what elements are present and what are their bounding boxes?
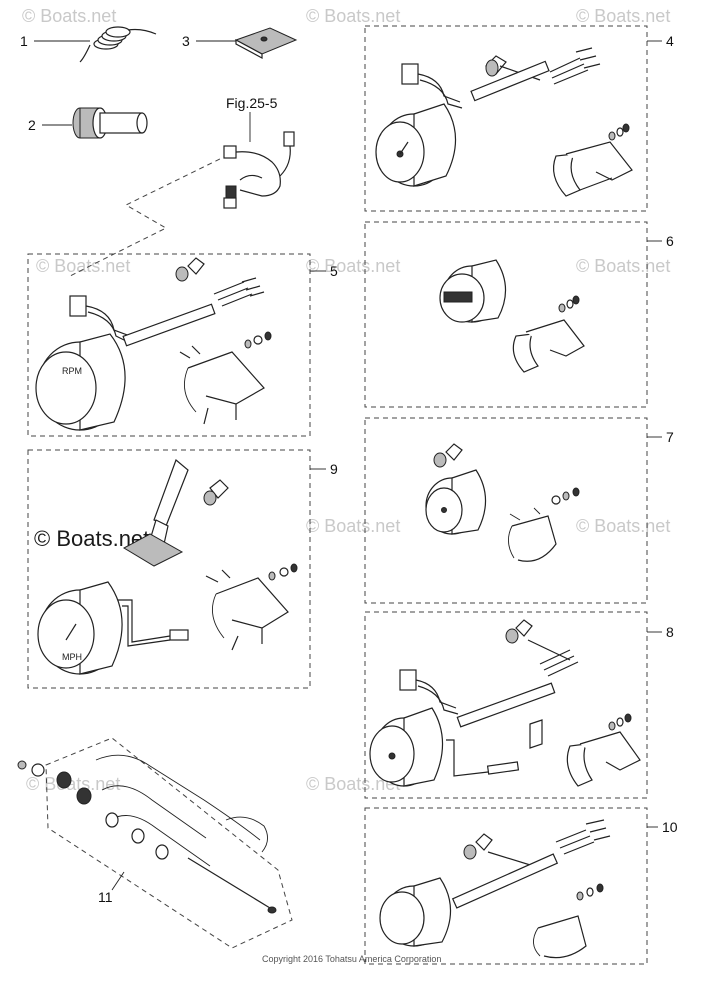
speedometer-assembly-9: MPH	[37, 458, 298, 675]
watermark: © Boats.net	[306, 516, 400, 536]
part-1-coil	[79, 26, 157, 63]
watermark: © Boats.net	[306, 256, 400, 276]
callout-11: 11	[98, 871, 125, 905]
group-box-10	[364, 807, 648, 965]
svg-text:1: 1	[20, 33, 28, 49]
svg-text:5: 5	[330, 263, 338, 279]
hourmeter-assembly-6	[439, 259, 585, 373]
svg-text:11: 11	[98, 889, 113, 905]
speedometer-label: MPH	[62, 652, 82, 662]
watermark-layer: © Boats.net © Boats.net © Boats.net © Bo…	[22, 6, 670, 794]
callout-4: 4	[647, 33, 674, 49]
group-box-4	[364, 25, 648, 212]
svg-text:6: 6	[666, 233, 674, 249]
gauge-assembly-8	[369, 619, 641, 787]
group-box-11	[45, 737, 293, 949]
figure-reference-label: Fig.25-5	[226, 95, 278, 111]
svg-text:7: 7	[666, 429, 674, 445]
gauge-assembly-10	[379, 819, 611, 959]
callout-6: 6	[647, 233, 674, 249]
switch-panel-assembly-11	[17, 754, 277, 914]
group-box-9	[27, 449, 311, 689]
watermark: © Boats.net	[26, 774, 120, 794]
watermark: © Boats.net	[36, 256, 130, 276]
callout-5: 5	[310, 263, 338, 279]
part-2-fitting	[72, 107, 148, 139]
svg-text:3: 3	[182, 33, 190, 49]
svg-text:10: 10	[662, 819, 678, 835]
gauge-assembly-7	[425, 443, 580, 562]
svg-text:4: 4	[666, 33, 674, 49]
tachometer-label: RPM	[62, 366, 82, 376]
watermark: © Boats.net	[576, 516, 670, 536]
gauge-assembly-4	[375, 47, 633, 197]
part-3-pad	[234, 27, 298, 60]
copyright-text: Copyright 2016 Tohatsu America Corporati…	[262, 954, 441, 964]
watermark: © Boats.net	[306, 774, 400, 794]
svg-text:2: 2	[28, 117, 36, 133]
tachometer-assembly-5: RPM	[35, 257, 272, 431]
watermark: © Boats.net	[576, 256, 670, 276]
group-box-5	[27, 253, 311, 437]
callout-10: 10	[647, 819, 678, 835]
svg-text:8: 8	[666, 624, 674, 640]
watermark: © Boats.net	[22, 6, 116, 26]
callout-3: 3	[182, 33, 236, 49]
callout-1: 1	[20, 33, 90, 49]
group-box-6	[364, 221, 648, 408]
callout-7: 7	[647, 429, 674, 445]
watermark: © Boats.net	[576, 6, 670, 26]
callout-8: 8	[647, 624, 674, 640]
svg-text:9: 9	[330, 461, 338, 477]
watermark: © Boats.net	[306, 6, 400, 26]
callout-9: 9	[310, 461, 338, 477]
harness-connection-line	[69, 154, 229, 277]
group-box-7	[364, 417, 648, 604]
callout-2: 2	[28, 117, 72, 133]
wire-harness	[223, 131, 295, 209]
